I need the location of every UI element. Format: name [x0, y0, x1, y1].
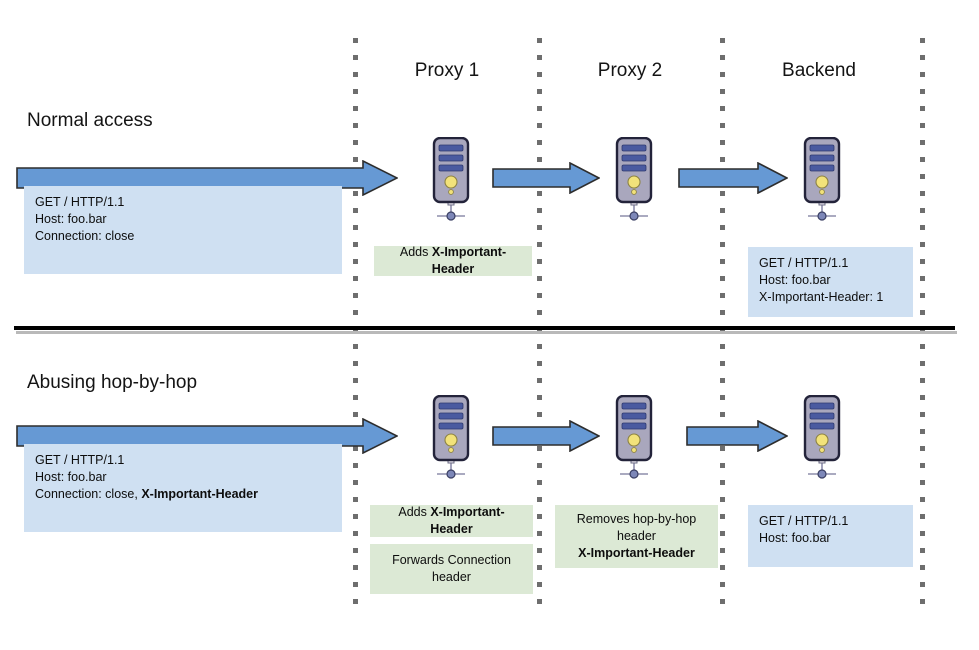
request-line: Connection: close, X-Important-Header [35, 486, 332, 503]
row-title-abusing-hop-by-hop: Abusing hop-by-hop [27, 372, 198, 393]
request-line: Host: foo.bar [35, 212, 107, 226]
request-line: Host: foo.bar [35, 470, 107, 484]
server-icon-proxy-2-abuse [611, 395, 657, 481]
request-line: GET / HTTP/1.1 [35, 195, 125, 209]
request-line: GET / HTTP/1.1 [759, 514, 849, 528]
action-note-header-name: X-Important-Header [578, 546, 695, 560]
hop-arrow-proxy1-to-proxy2-abuse [492, 420, 600, 452]
server-icon-backend-abuse [799, 395, 845, 481]
hop-arrow-proxy1-to-proxy2-normal [492, 162, 600, 194]
lane-divider-mid [537, 38, 542, 610]
request-line: Connection: close [35, 229, 135, 243]
hop-arrow-proxy2-to-backend-normal [678, 162, 788, 194]
action-note-text: Adds [399, 245, 432, 259]
action-note-proxy1-normal: Adds X-Important-Header [374, 245, 532, 276]
section-divider [14, 326, 955, 330]
request-line-header-name: X-Important-Header [141, 487, 258, 501]
request-box-backend-abuse: GET / HTTP/1.1 Host: foo.bar [748, 505, 913, 567]
request-box-client-abuse: GET / HTTP/1.1 Host: foo.bar Connection:… [24, 444, 342, 532]
action-note-text: Removes hop-by-hop header [576, 512, 697, 543]
request-line: X-Important-Header: 1 [759, 290, 884, 304]
row-title-normal-access: Normal access [27, 110, 153, 131]
request-box-client-normal: GET / HTTP/1.1 Host: foo.bar Connection:… [24, 186, 342, 274]
request-box-backend-normal: GET / HTTP/1.1 Host: foo.bar X-Important… [748, 247, 913, 317]
action-note-header-name: X-Important-Header [431, 245, 507, 276]
server-icon-backend-normal [799, 137, 845, 223]
request-line: Host: foo.bar [759, 273, 831, 287]
server-icon-proxy-2-normal [611, 137, 657, 223]
section-divider-shadow [16, 331, 957, 334]
lane-divider-right [720, 38, 725, 610]
action-note-1-proxy1-abuse: Adds X-Important-Header [370, 505, 533, 537]
server-icon-proxy-1-normal [428, 137, 474, 223]
request-line: GET / HTTP/1.1 [35, 453, 125, 467]
action-note-text: Adds [398, 505, 431, 519]
request-line: Host: foo.bar [759, 531, 831, 545]
lane-divider-left [353, 38, 358, 610]
action-note-text: Forwards Connection header [392, 553, 511, 584]
action-note-2-proxy1-abuse: Forwards Connection header [370, 544, 533, 594]
lane-divider-far-right [920, 38, 925, 610]
column-header-proxy-2: Proxy 2 [597, 60, 663, 81]
server-icon-proxy-1-abuse [428, 395, 474, 481]
column-header-backend: Backend [782, 60, 856, 81]
hop-arrow-proxy2-to-backend-abuse [686, 420, 788, 452]
request-line: GET / HTTP/1.1 [759, 256, 849, 270]
column-header-proxy-1: Proxy 1 [414, 60, 480, 81]
action-note-header-name: X-Important-Header [430, 505, 505, 536]
request-line-prefix: Connection: close, [35, 487, 142, 501]
